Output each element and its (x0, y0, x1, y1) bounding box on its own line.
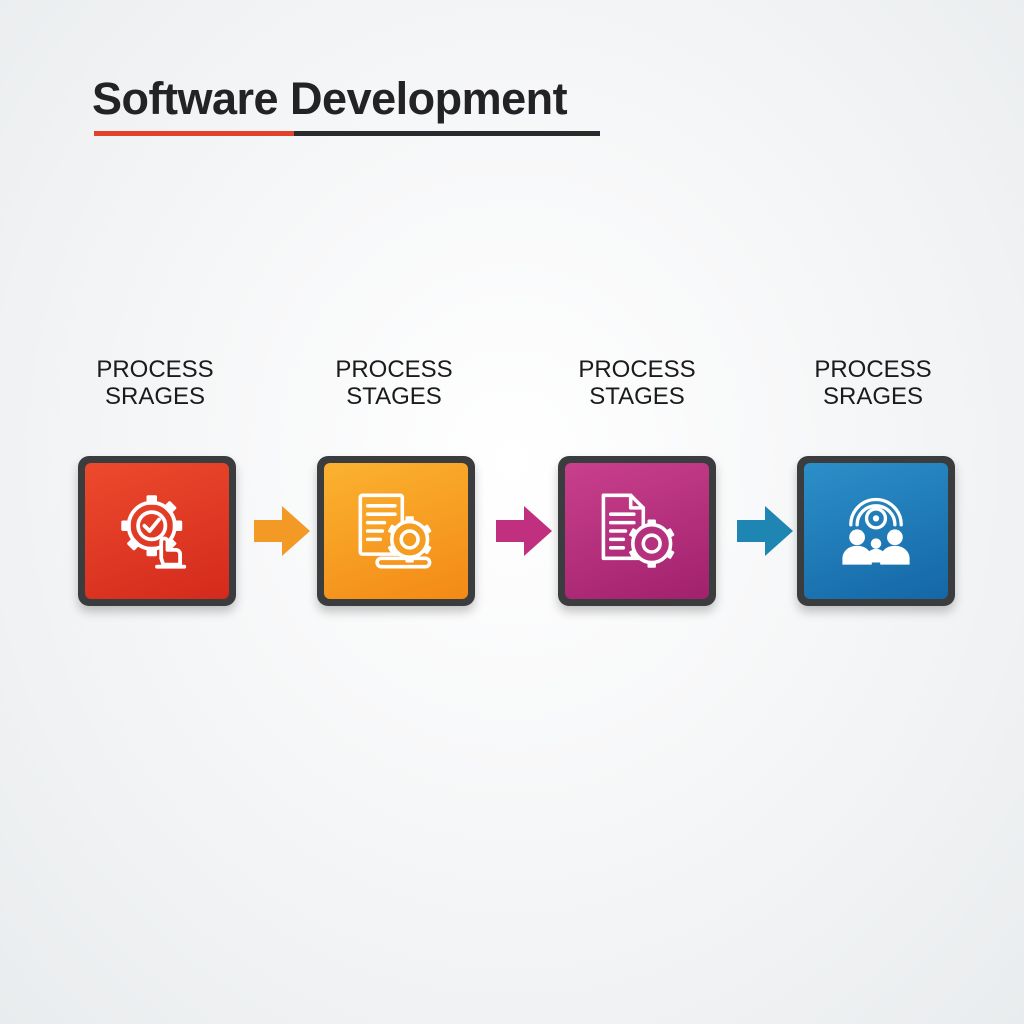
flow-arrow-3 (735, 503, 795, 559)
arrow-right-icon (737, 506, 793, 556)
stage-2-tile (324, 463, 468, 599)
stage-4-label-line1: PROCESS (814, 356, 932, 383)
stage-3-label: PROCESS STAGES (537, 356, 737, 410)
gear-check-hand-icon (121, 495, 187, 569)
stage-4-tile (804, 463, 948, 599)
stage-1-box (78, 456, 236, 606)
stage-3-label-line1: PROCESS (578, 356, 696, 383)
stage-4-label-line2: SRAGES (822, 383, 924, 410)
stage-2-label-line1: PROCESS (335, 356, 453, 383)
stage-3-box (558, 456, 716, 606)
arrow-right-icon (254, 506, 310, 556)
flow-arrow-1 (252, 503, 312, 559)
stage-2-label-line2: STAGES (346, 383, 442, 410)
title-underline-accent (94, 131, 294, 136)
stage-1-label-line2: SRAGES (104, 383, 206, 410)
stage-2-label: PROCESS STAGES (294, 356, 494, 410)
arrow-right-icon (496, 506, 552, 556)
file-gear-icon (601, 493, 675, 568)
stage-4-box (797, 456, 955, 606)
diagram-title: Software Development (92, 73, 568, 124)
team-collaboration-icon (842, 497, 910, 565)
stage-2-box (317, 456, 475, 606)
stage-1-tile (85, 463, 229, 599)
title-underline (94, 131, 600, 136)
stage-4-label: PROCESS SRAGES (773, 356, 973, 410)
stage-1-label-line1: PROCESS (96, 356, 214, 383)
stage-1-label: PROCESS SRAGES (55, 356, 255, 410)
flow-arrow-2 (494, 503, 554, 559)
document-gear-icon (358, 493, 432, 569)
title-underline-dark (294, 131, 600, 136)
stage-3-tile (565, 463, 709, 599)
stage-3-label-line2: STAGES (589, 383, 685, 410)
